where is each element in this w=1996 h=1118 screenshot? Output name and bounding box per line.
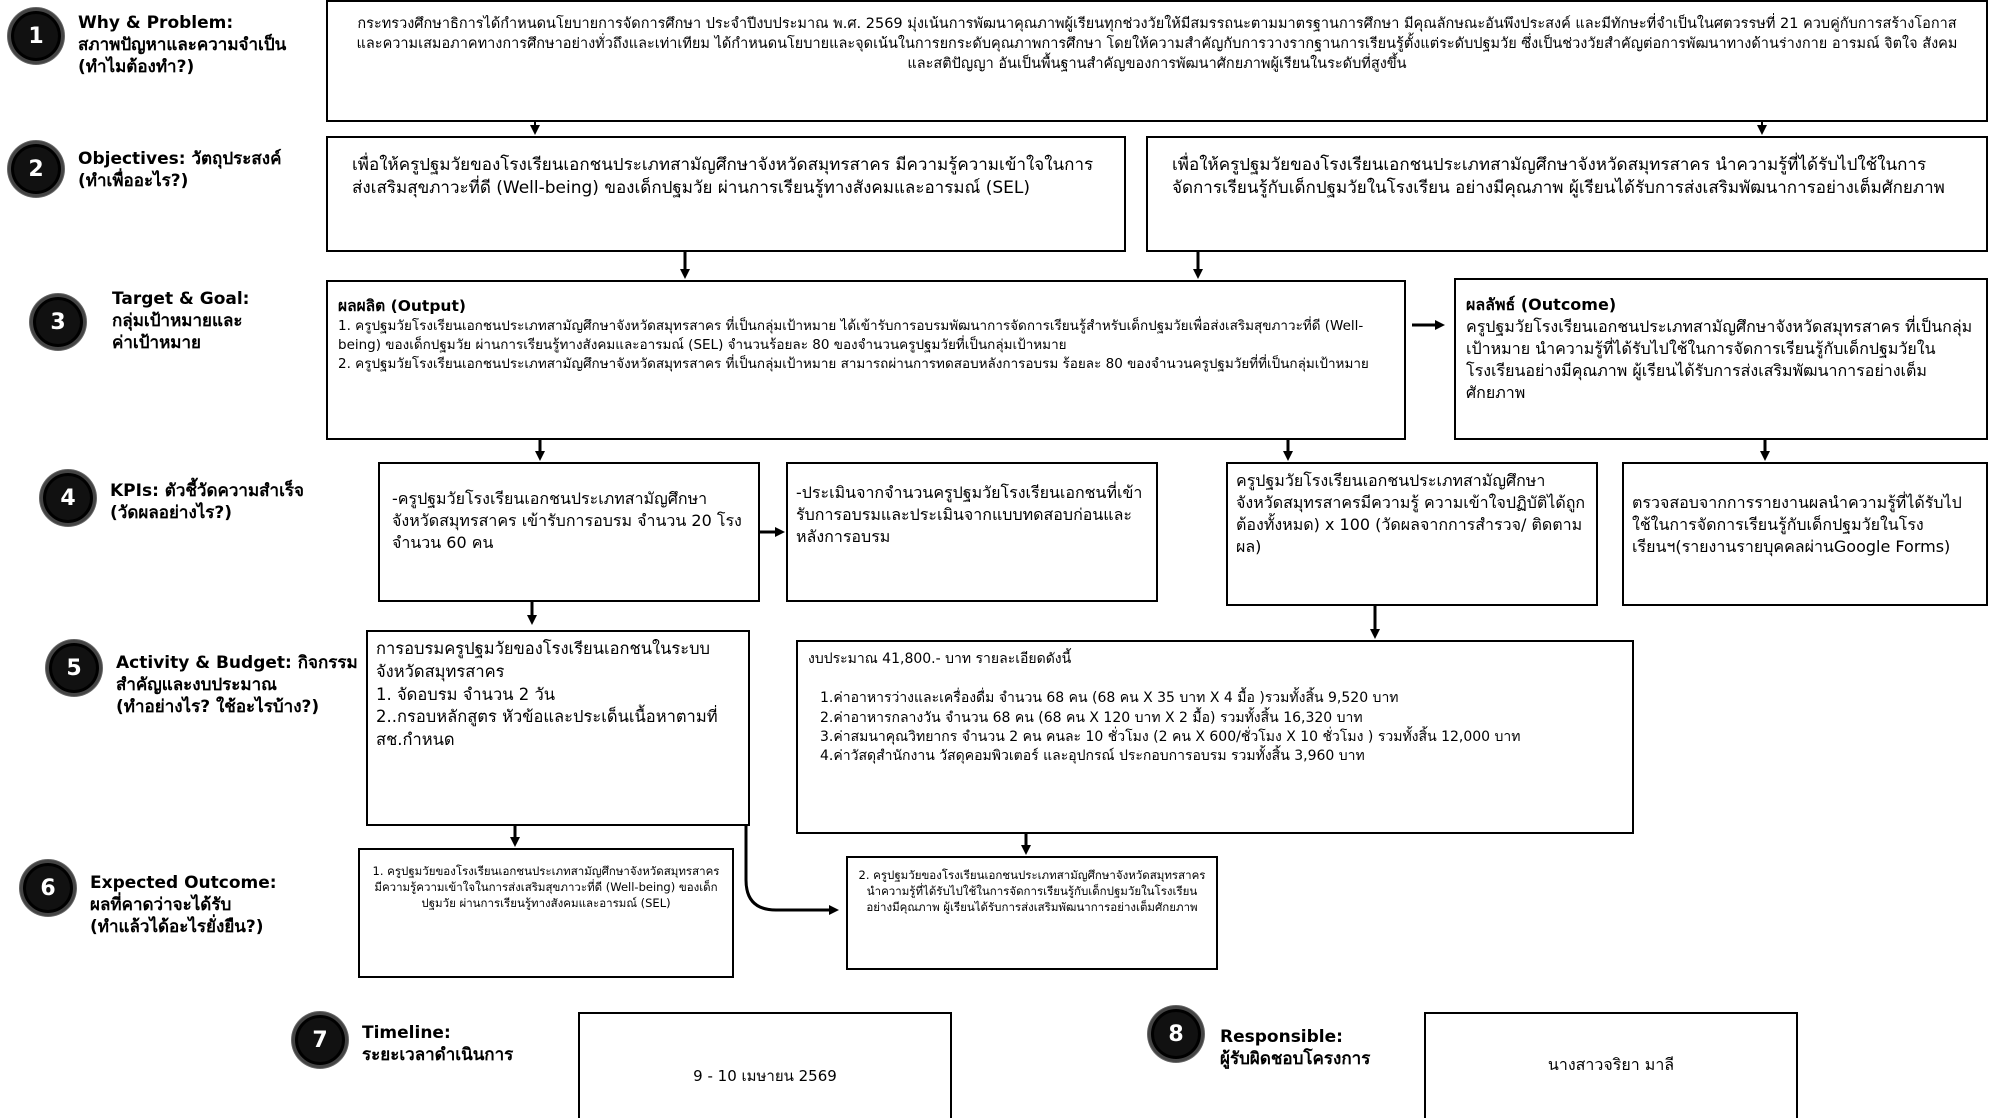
- step-6-label: Expected Outcome:ผลที่คาดว่าจะได้รับ(ทำแ…: [90, 873, 277, 938]
- objective-left-text: เพื่อให้ครูปฐมวัยของโรงเรียนเอกชนประเภทส…: [352, 155, 1094, 199]
- kpi-1-box: -ครูปฐมวัยโรงเรียนเอกชนประเภทสามัญศึกษาจ…: [378, 462, 760, 602]
- responsible-box: นางสาวจริยา มาลี: [1424, 1012, 1798, 1118]
- objective-right-text: เพื่อให้ครูปฐมวัยของโรงเรียนเอกชนประเภทส…: [1172, 155, 1945, 199]
- budget-item-1: 1.ค่าอาหารว่างและเครื่องดื่ม จำนวน 68 คน…: [820, 690, 1399, 707]
- budget-item-2: 2.ค่าอาหารกลางวัน จำนวน 68 คน (68 คน X 1…: [820, 709, 1363, 726]
- step-2-badge: 2: [8, 141, 64, 197]
- timeline-box: 9 - 10 เมษายน 2569: [578, 1012, 952, 1118]
- kpi-1-text: -ครูปฐมวัยโรงเรียนเอกชนประเภทสามัญศึกษาจ…: [392, 489, 742, 553]
- objective-left-box: เพื่อให้ครูปฐมวัยของโรงเรียนเอกชนประเภทส…: [326, 136, 1126, 252]
- activity-item-1: 1. จัดอบรม จำนวน 2 วัน: [376, 684, 556, 704]
- step-4-label: KPIs: ตัวชี้วัดความสำเร็จ(วัดผลอย่างไร?): [110, 481, 304, 524]
- step-5-label: Activity & Budget: กิจกรรมสำคัญและงบประม…: [116, 653, 358, 718]
- budget-item-4: 4.ค่าวัสดุสำนักงาน วัสดุคอมพิวเตอร์ และอ…: [820, 748, 1365, 765]
- step-3-label: Target & Goal:กลุ่มเป้าหมายและค่าเป้าหมา…: [112, 289, 250, 354]
- outcome-title: ผลลัพธ์ (Outcome): [1466, 295, 1617, 314]
- responsible-value: นางสาวจริยา มาลี: [1547, 1055, 1675, 1074]
- kpi-2-box: -ประเมินจากจำนวนครูปฐมวัยโรงเรียนเอกชนที…: [786, 462, 1158, 602]
- expected-1-text: 1. ครูปฐมวัยของโรงเรียนเอกชนประเภทสามัญศ…: [372, 864, 720, 910]
- step-1-badge: 1: [8, 8, 64, 64]
- problem-box: กระทรวงศึกษาธิการได้กำหนดนโยบายการจัดการ…: [326, 0, 1988, 122]
- step-7-label: Timeline:ระยะเวลาดำเนินการ: [362, 1023, 514, 1066]
- kpi-3-text: ครูปฐมวัยโรงเรียนเอกชนประเภทสามัญศึกษาจั…: [1236, 471, 1586, 557]
- kpi-4-text: ตรวจสอบจากการรายงานผลนำความรู้ที่ได้รับไ…: [1632, 493, 1962, 557]
- budget-item-3: 3.ค่าสมนาคุณวิทยากร จำนวน 2 คน คนละ 10 ช…: [820, 728, 1521, 745]
- activity-item-2: 2..กรอบหลักสูตร หัวข้อและประเด็นเนื้อหาต…: [376, 707, 718, 750]
- arrow-activity-to-expected2: [744, 790, 839, 915]
- budget-title: งบประมาณ 41,800.- บาท รายละเอียดดังนี้: [808, 651, 1072, 667]
- output-item-2: 2. ครูปฐมวัยโรงเรียนเอกชนประเภทสามัญศึกษ…: [338, 355, 1369, 372]
- activity-box: การอบรมครูปฐมวัยของโรงเรียนเอกชนในระบบจั…: [366, 630, 750, 826]
- step-5-badge: 5: [46, 640, 102, 696]
- outcome-box: ผลลัพธ์ (Outcome) ครูปฐมวัยโรงเรียนเอกชน…: [1454, 278, 1988, 440]
- activity-title: การอบรมครูปฐมวัยของโรงเรียนเอกชนในระบบจั…: [376, 639, 711, 681]
- step-8-label: Responsible:ผู้รับผิดชอบโครงการ: [1220, 1027, 1371, 1070]
- kpi-2-text: -ประเมินจากจำนวนครูปฐมวัยโรงเรียนเอกชนที…: [796, 483, 1143, 547]
- budget-box: งบประมาณ 41,800.- บาท รายละเอียดดังนี้ 1…: [796, 640, 1634, 834]
- step-1-label: Why & Problem:สภาพปัญหาและความจำเป็น(ทำไ…: [78, 13, 287, 78]
- output-item-1: 1. ครูปฐมวัยโรงเรียนเอกชนประเภทสามัญศึกษ…: [338, 318, 1364, 353]
- kpi-3-box: ครูปฐมวัยโรงเรียนเอกชนประเภทสามัญศึกษาจั…: [1226, 462, 1598, 606]
- objective-right-box: เพื่อให้ครูปฐมวัยของโรงเรียนเอกชนประเภทส…: [1146, 136, 1988, 252]
- step-6-badge: 6: [20, 860, 76, 916]
- step-3-badge: 3: [30, 294, 86, 350]
- step-4-badge: 4: [40, 470, 96, 526]
- output-box: ผลผลิต (Output) 1. ครูปฐมวัยโรงเรียนเอกช…: [326, 280, 1406, 440]
- kpi-4-box: ตรวจสอบจากการรายงานผลนำความรู้ที่ได้รับไ…: [1622, 462, 1988, 606]
- outcome-text: ครูปฐมวัยโรงเรียนเอกชนประเภทสามัญศึกษาจั…: [1466, 317, 1973, 403]
- step-8-badge: 8: [1148, 1006, 1204, 1062]
- expected-2-box: 2. ครูปฐมวัยของโรงเรียนเอกชนประเภทสามัญศ…: [846, 856, 1218, 970]
- problem-text: กระทรวงศึกษาธิการได้กำหนดนโยบายการจัดการ…: [356, 16, 1958, 72]
- step-7-badge: 7: [292, 1012, 348, 1068]
- expected-1-box: 1. ครูปฐมวัยของโรงเรียนเอกชนประเภทสามัญศ…: [358, 848, 734, 978]
- expected-2-text: 2. ครูปฐมวัยของโรงเรียนเอกชนประเภทสามัญศ…: [858, 868, 1206, 914]
- output-title: ผลผลิต (Output): [338, 297, 466, 315]
- step-2-label: Objectives: วัตถุประสงค์(ทำเพื่ออะไร?): [78, 149, 282, 192]
- timeline-value: 9 - 10 เมษายน 2569: [693, 1066, 837, 1085]
